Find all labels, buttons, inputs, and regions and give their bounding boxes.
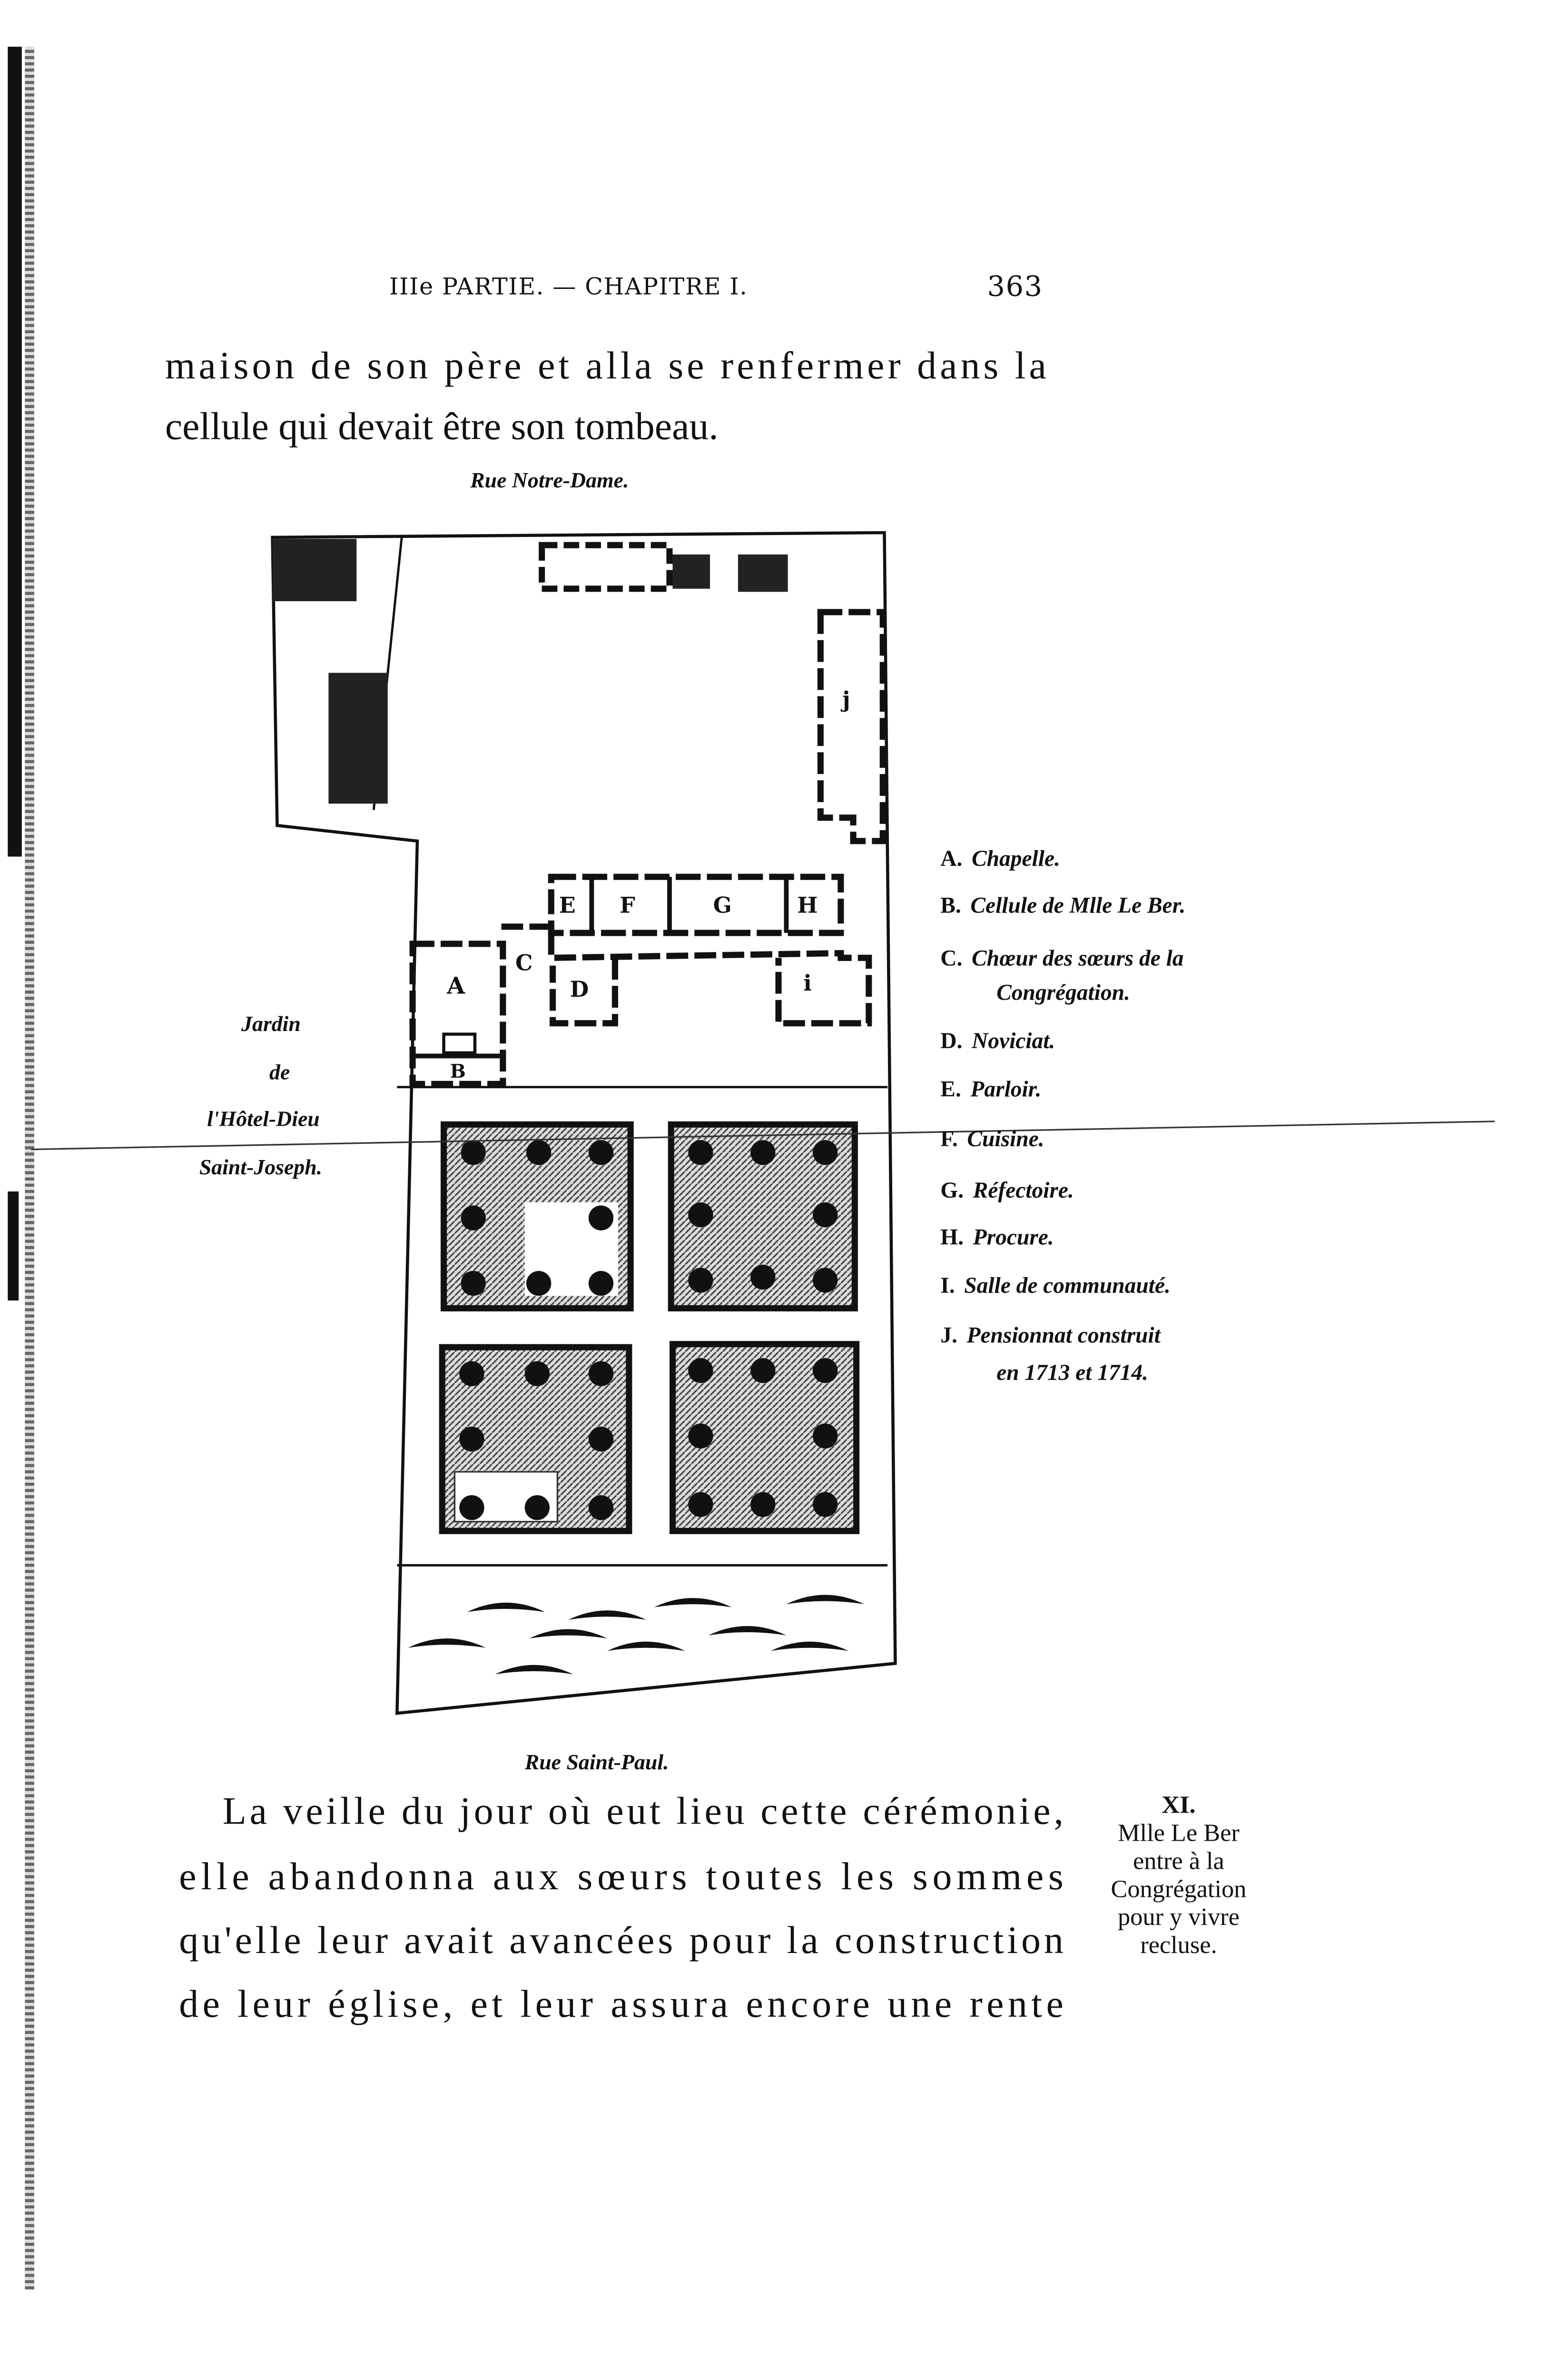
legend-item: B. Cellule de Mlle Le Ber. — [940, 893, 1185, 918]
pensionnat-outline — [817, 609, 886, 844]
paragraph-line: elle abandonna aux sœurs toutes les somm… — [179, 1854, 1063, 1898]
margin-note-line: recluse. — [1140, 1931, 1217, 1959]
legend-label: Chœur des sœurs de la — [972, 946, 1183, 971]
side-label: de — [269, 1060, 290, 1084]
building-dark — [672, 554, 710, 589]
margin-note-line: entre à la — [1133, 1847, 1224, 1874]
legend-key: I. — [940, 1273, 955, 1298]
legend-item: A. Chapelle. — [940, 846, 1060, 871]
legend-key: F. — [940, 1127, 957, 1151]
room-label-h: H — [797, 892, 818, 918]
margin-note-line: Congrégation — [1111, 1875, 1246, 1903]
garden-beds — [439, 1121, 860, 1534]
legend-item: C. Chœur des sœurs de la — [940, 946, 1183, 971]
room-label-d: D — [570, 976, 589, 1002]
shrubs — [408, 1595, 864, 1675]
room-label-j: j — [840, 686, 850, 712]
text-line: cellule qui devait être son tombeau. — [165, 405, 719, 448]
legend-label: Procure. — [973, 1225, 1054, 1250]
room-label-c: C — [515, 950, 532, 975]
legend-label: Cuisine. — [967, 1127, 1044, 1151]
legend-item: D. Noviciat. — [940, 1029, 1055, 1053]
legend-label: Réfectoire. — [973, 1178, 1074, 1203]
scan-artifact-line — [31, 1121, 1495, 1150]
legend-item: J. Pensionnat construit — [940, 1323, 1161, 1348]
room-label-g: G — [713, 892, 732, 918]
legend-item-cont: en 1713 et 1714. — [996, 1360, 1148, 1385]
scan-edge-texture — [25, 47, 34, 2290]
legend-label: Pensionnat construit — [966, 1323, 1161, 1348]
running-header: IIIe PARTIE. — CHAPITRE I. — [389, 272, 748, 300]
side-label: Saint-Joseph. — [199, 1155, 322, 1179]
scan-edge — [8, 47, 22, 857]
room-label-e: E — [559, 892, 576, 918]
legend-key: H. — [940, 1225, 964, 1250]
wing-outline — [548, 873, 844, 936]
building-dark — [738, 554, 788, 592]
legend-item: I. Salle de communauté. — [940, 1273, 1171, 1298]
plan-legend: A. Chapelle. B. Cellule de Mlle Le Ber. C.… — [940, 846, 1185, 1385]
room-label-a: A — [446, 972, 465, 1000]
legend-key: D. — [940, 1029, 962, 1053]
scan-edge — [8, 1191, 19, 1301]
margin-note-line: Mlle Le Ber — [1118, 1819, 1240, 1847]
text-line: maison de son père et alla se renfermer … — [165, 344, 1046, 387]
street-label-top: Rue Notre-Dame. — [470, 468, 629, 492]
legend-key: J. — [940, 1323, 957, 1348]
legend-key: G. — [940, 1178, 964, 1203]
room-label-f: F — [620, 892, 635, 918]
legend-label: Cellule de Mlle Le Ber. — [970, 893, 1185, 918]
paragraph-line: qu'elle leur avait avancées pour la cons… — [179, 1918, 1063, 1962]
paragraph-line: La veille du jour où eut lieu cette céré… — [223, 1789, 1064, 1833]
property-outline — [271, 531, 897, 1715]
chapel-outline — [409, 941, 506, 1087]
wing-outline — [501, 923, 872, 1027]
legend-key: B. — [940, 893, 961, 918]
street-label-bottom: Rue Saint-Paul. — [524, 1750, 669, 1774]
floor-plan — [31, 531, 1495, 1715]
legend-label: Noviciat. — [971, 1029, 1055, 1053]
legend-item: G. Réfectoire. — [940, 1178, 1074, 1203]
legend-label: Salle de communauté. — [964, 1273, 1171, 1298]
side-label: l'Hôtel-Dieu — [207, 1107, 320, 1131]
legend-key: C. — [940, 946, 962, 971]
margin-note-number: XI. — [1162, 1791, 1195, 1819]
legend-item: H. Procure. — [940, 1225, 1054, 1250]
building-dark — [272, 539, 357, 601]
legend-item: E. Parloir. — [940, 1077, 1041, 1101]
legend-item-cont: Congrégation. — [996, 981, 1130, 1005]
building-dark — [328, 673, 388, 804]
room-label-i: i — [803, 970, 811, 996]
building-outline — [539, 542, 673, 592]
legend-item: F. Cuisine. — [940, 1127, 1044, 1151]
legend-label: Parloir. — [970, 1077, 1041, 1101]
legend-label: Chapelle. — [972, 846, 1060, 871]
page-number: 363 — [987, 270, 1043, 303]
side-label: Jardin — [241, 1012, 301, 1036]
legend-key: A. — [940, 846, 962, 871]
room-label-b: B — [450, 1061, 466, 1082]
altar — [442, 1032, 477, 1055]
margin-note-line: pour y vivre — [1118, 1903, 1240, 1931]
paragraph-line: de leur église, et leur assura encore un… — [179, 1982, 1063, 2025]
trees — [459, 1140, 838, 1520]
legend-key: E. — [940, 1077, 961, 1101]
margin-note: XI. Mlle Le Ber entre à la Congrégation … — [1111, 1791, 1246, 1959]
